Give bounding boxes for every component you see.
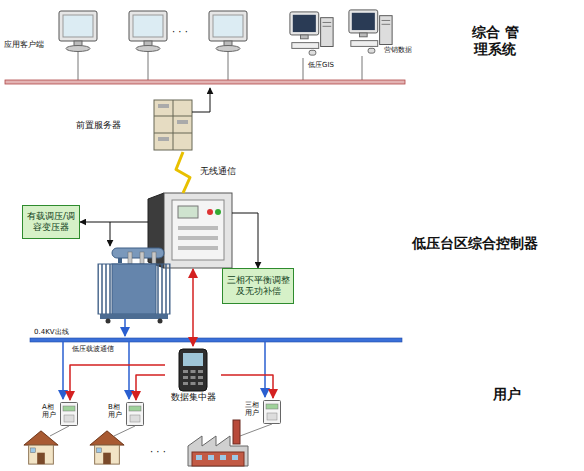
- section-title: 综合 管理系统: [466, 24, 525, 58]
- node-text: 应用客户端: [4, 40, 44, 50]
- user-meter: B相用户: [108, 400, 146, 428]
- node-text: 低压台区综合控制器: [412, 235, 538, 252]
- ellipsis: · · ·: [150, 446, 166, 458]
- edge-label: 无线通信: [200, 166, 236, 177]
- ellipsis: · · ·: [172, 26, 188, 38]
- gis-terminal: 低压GIS: [288, 10, 344, 72]
- connector: [136, 375, 165, 400]
- node-text: 有载调压/调容变压器: [26, 211, 76, 233]
- connector: [176, 152, 190, 193]
- connector: [221, 375, 273, 398]
- client-label: 应用客户端: [2, 10, 102, 56]
- bus-label: 0.4KV出线: [34, 328, 69, 336]
- node-text: 数据集中器: [165, 392, 221, 403]
- node-text: B相用户: [108, 403, 123, 420]
- node-text: 三相用户: [245, 401, 260, 418]
- node-text: 三相不平衡调整及无功补偿: [226, 275, 290, 297]
- function-box: 三相不平衡调整及无功补偿: [222, 268, 294, 304]
- function-box: 有载调压/调容变压器: [22, 205, 80, 239]
- connector: [232, 213, 258, 268]
- marketing-terminal: 营销数据: [344, 8, 414, 58]
- connector: [80, 222, 148, 223]
- front-server: 前置服务器: [74, 96, 196, 152]
- data-concentrator: 数据集中器: [165, 346, 221, 406]
- comm-label: 低压载波通信: [72, 345, 114, 353]
- user-meter: A相用户: [42, 400, 80, 428]
- node-text: A相用户: [42, 403, 57, 420]
- connector: [70, 365, 165, 400]
- user-meter: 三相用户: [245, 398, 283, 426]
- section-title: 用户: [493, 386, 521, 403]
- connector: [192, 269, 194, 346]
- node-text: 前置服务器: [76, 120, 121, 131]
- controller-cabinet: 低压台区综合控制器: [148, 193, 232, 269]
- node-text: 营销数据: [384, 46, 412, 54]
- node-text: 低压GIS: [308, 61, 334, 69]
